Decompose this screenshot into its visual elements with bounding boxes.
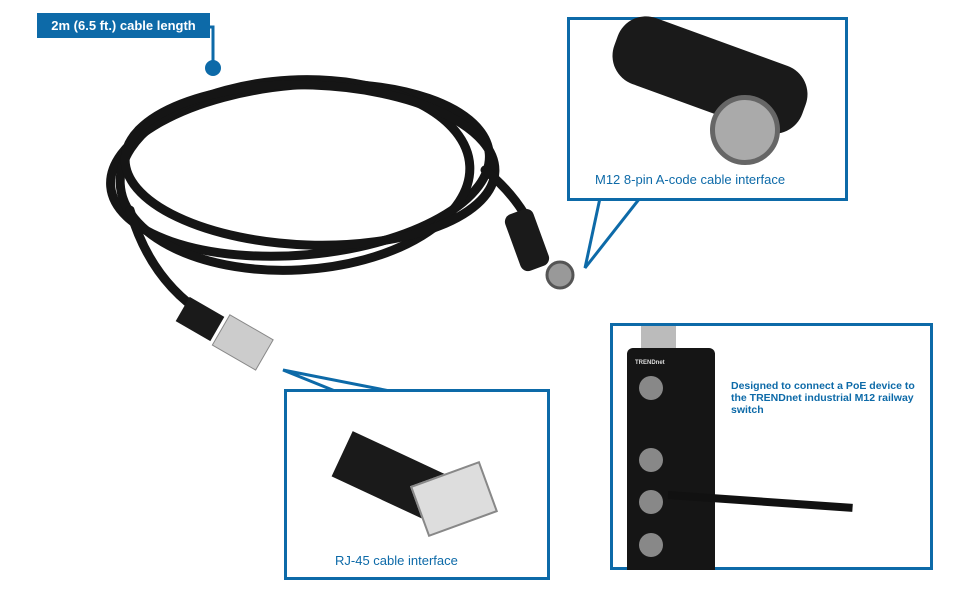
rj45-callout-box: RJ-45 cable interface bbox=[284, 389, 550, 580]
cable-length-label: 2m (6.5 ft.) cable length bbox=[37, 13, 210, 38]
mounting-bracket bbox=[641, 326, 676, 351]
rj45-connector-icon bbox=[175, 296, 274, 371]
switch-callout-box: TRENDnet Designed to connect a PoE devic… bbox=[610, 323, 933, 570]
m12-connector-icon bbox=[504, 208, 575, 290]
switch-brand: TRENDnet bbox=[635, 360, 665, 366]
m12-callout-box: M12 8-pin A-code cable interface bbox=[567, 7, 848, 201]
rj45-label: RJ-45 cable interface bbox=[335, 553, 458, 568]
callout-dot bbox=[205, 60, 221, 76]
m12-label: M12 8-pin A-code cable interface bbox=[595, 172, 786, 187]
switch-label: Designed to connect a PoE device to the … bbox=[731, 380, 915, 416]
switch-photo: TRENDnet bbox=[627, 348, 715, 570]
m12-pins-icon bbox=[710, 95, 780, 165]
